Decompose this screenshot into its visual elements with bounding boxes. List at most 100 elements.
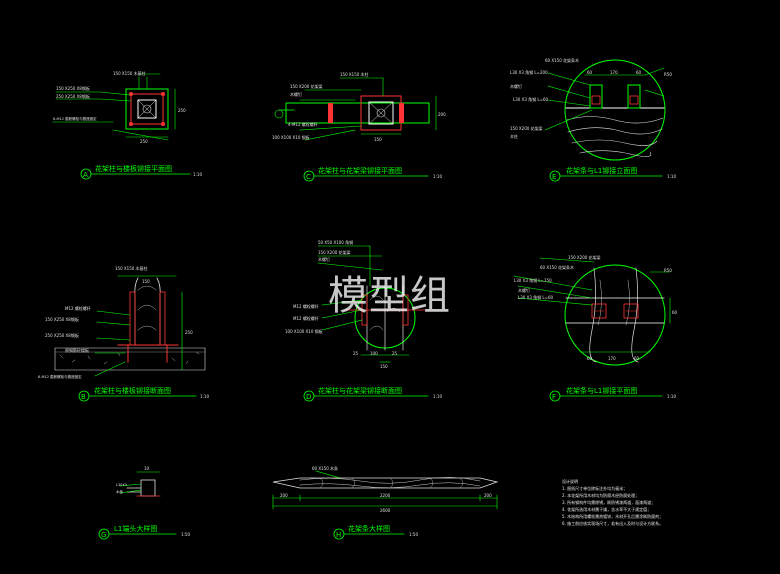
svg-text:花架柱与楼板铆接断面图: 花架柱与楼板铆接断面图	[94, 386, 171, 395]
svg-text:170: 170	[610, 70, 618, 75]
svg-text:150 X200 花架梁: 150 X200 花架梁	[318, 249, 351, 255]
svg-text:L30 X3 角钢 L=60: L30 X3 角钢 L=60	[513, 96, 549, 102]
notes-line-4: 4. 花架所选用木材需干燥，含水率不大于规定值；	[562, 507, 652, 512]
detail-g: 10 L30X3 木板 G L1端头大样图 1:50	[98, 466, 190, 540]
svg-text:L30 X3 角钢 L=200: L30 X3 角钢 L=200	[510, 69, 548, 75]
svg-text:木螺钉: 木螺钉	[290, 91, 302, 97]
notes-line-5: 5. 木结构所用螺栓需热镀锌，木材开孔后需涂刷防腐剂；	[562, 514, 664, 519]
svg-text:花架条与L1铆接立面图: 花架条与L1铆接立面图	[566, 166, 637, 175]
svg-text:150: 150	[374, 137, 382, 142]
watermark-logo: 模型组	[328, 273, 451, 319]
svg-text:25: 25	[392, 351, 398, 356]
detail-e: 60 X150 花架条木 L30 X3 角钢 L=200 木螺钉 L30 X3 …	[510, 57, 676, 182]
detail-h: 60 X150 木条 200 2200 200 2600 H 花架条大样图 1:…	[272, 465, 499, 540]
svg-text:100 X100 X10 钢板: 100 X100 X10 钢板	[272, 134, 310, 140]
svg-text:10: 10	[144, 466, 150, 471]
svg-text:1:10: 1:10	[433, 394, 442, 399]
svg-text:100: 100	[370, 351, 378, 356]
notes-title: 设计说明	[562, 479, 578, 484]
notes-line-6: 6. 施工前应核实现场尺寸，若有出入及时与设计方联系。	[562, 521, 664, 526]
svg-text:60 X150 花架条木: 60 X150 花架条木	[540, 264, 574, 270]
svg-text:木螺钉: 木螺钉	[318, 256, 330, 262]
svg-text:200: 200	[484, 493, 492, 498]
svg-text:150 X250 X8钢板: 150 X250 X8钢板	[56, 85, 90, 91]
svg-text:50 X50 X100 角钢: 50 X50 X100 角钢	[318, 239, 353, 245]
svg-text:150 X150 木基柱: 150 X150 木基柱	[115, 265, 148, 271]
svg-text:L1端头大样图: L1端头大样图	[114, 524, 157, 533]
svg-text:1:10: 1:10	[667, 394, 676, 399]
detail-c: 150 X150 木柱 150 X200 花架梁 木螺钉 4-M12 螺栓螺杆 …	[272, 71, 446, 182]
svg-text:D: D	[306, 393, 311, 401]
svg-text:木螺钉: 木螺钉	[518, 287, 530, 293]
detail-a: 150 X150 木基柱 150 X250 X8钢板 250 X250 X8钢板…	[52, 70, 202, 180]
svg-text:M12 螺栓螺杆: M12 螺栓螺杆	[293, 303, 319, 309]
svg-text:1:50: 1:50	[409, 532, 418, 537]
svg-text:150 X150 木基柱: 150 X150 木基柱	[113, 70, 146, 76]
svg-text:1:10: 1:10	[433, 174, 442, 179]
svg-text:L30 X3 角钢 L=60: L30 X3 角钢 L=60	[518, 294, 554, 300]
svg-text:170: 170	[608, 356, 616, 361]
svg-text:250 X250 X8钢板: 250 X250 X8钢板	[45, 332, 79, 338]
svg-text:木螺钉: 木螺钉	[510, 83, 522, 89]
detail-f: 150 X200 花架梁 60 X150 花架条木 L30 X3 角钢 L=15…	[513, 254, 678, 402]
notes-line-3: 3. 所有钢构件均需除锈，刷防锈漆两道，面漆两道；	[562, 500, 656, 505]
svg-text:6-M12 膨胀螺栓与基座固定: 6-M12 膨胀螺栓与基座固定	[38, 374, 82, 379]
svg-text:L30X3: L30X3	[116, 483, 127, 487]
svg-text:150: 150	[380, 364, 388, 369]
svg-text:150 X250 X8钢板: 150 X250 X8钢板	[45, 316, 79, 322]
svg-text:F: F	[552, 393, 556, 401]
svg-text:2200: 2200	[380, 493, 391, 498]
design-notes: 设计说明 1. 图纸尺寸单位除标注外均为毫米； 2. 本花架所用木材均为防腐木经…	[562, 478, 663, 527]
svg-text:60 X150 花架条木: 60 X150 花架条木	[545, 57, 579, 63]
svg-text:E: E	[552, 173, 556, 181]
svg-text:2600: 2600	[380, 508, 391, 513]
svg-text:L30 X3 角钢 L=150: L30 X3 角钢 L=150	[514, 277, 552, 283]
svg-text:1:10: 1:10	[667, 174, 676, 179]
svg-text:150 X200 花架梁: 150 X200 花架梁	[510, 125, 543, 131]
svg-text:1:10: 1:10	[200, 394, 209, 399]
svg-text:60: 60	[636, 70, 642, 75]
svg-text:150 X200 花架梁: 150 X200 花架梁	[568, 254, 601, 260]
svg-text:M12 螺栓螺杆: M12 螺栓螺杆	[293, 315, 319, 321]
svg-text:R50: R50	[664, 268, 672, 273]
svg-text:B: B	[81, 393, 86, 401]
notes-line-1: 1. 图纸尺寸单位除标注外均为毫米；	[562, 486, 628, 491]
svg-text:60 X150 木条: 60 X150 木条	[312, 465, 338, 471]
svg-text:M12 螺栓螺杆: M12 螺栓螺杆	[65, 305, 91, 311]
svg-text:木板: 木板	[116, 489, 123, 494]
svg-text:G: G	[101, 531, 106, 539]
svg-text:1:50: 1:50	[181, 532, 190, 537]
svg-text:木柱: 木柱	[510, 133, 518, 139]
svg-text:60: 60	[672, 310, 678, 315]
svg-text:60: 60	[587, 70, 593, 75]
svg-text:200: 200	[438, 112, 446, 117]
svg-text:250 X250 X8钢板: 250 X250 X8钢板	[56, 93, 90, 99]
svg-text:花架条大样图: 花架条大样图	[348, 524, 390, 533]
svg-text:250: 250	[178, 108, 186, 113]
svg-text:100 X100 X10 钢板: 100 X100 X10 钢板	[285, 328, 323, 334]
svg-text:花架柱与花架梁铆接平面图: 花架柱与花架梁铆接平面图	[318, 166, 402, 175]
svg-text:花架柱与楼板铆接平面图: 花架柱与楼板铆接平面图	[95, 164, 172, 173]
svg-text:花架柱与花架梁铆接断面图: 花架柱与花架梁铆接断面图	[318, 386, 402, 395]
svg-text:60: 60	[587, 356, 593, 361]
svg-text:250: 250	[185, 330, 193, 335]
svg-text:200: 200	[280, 493, 288, 498]
svg-text:6-M12 膨胀螺栓与基座固定: 6-M12 膨胀螺栓与基座固定	[53, 116, 97, 121]
svg-text:R50: R50	[664, 72, 672, 77]
svg-text:C: C	[306, 173, 311, 181]
svg-text:A: A	[83, 171, 88, 179]
svg-text:25: 25	[353, 351, 359, 356]
svg-text:60: 60	[634, 356, 640, 361]
svg-text:1:10: 1:10	[193, 172, 202, 177]
svg-text:150 X150 木柱: 150 X150 木柱	[340, 71, 369, 77]
svg-text:原钢筋砼楼板: 原钢筋砼楼板	[65, 347, 89, 353]
svg-text:4-M12 螺栓螺杆: 4-M12 螺栓螺杆	[288, 121, 318, 127]
svg-text:H: H	[336, 531, 341, 539]
svg-text:花架条与L1铆接平面图: 花架条与L1铆接平面图	[566, 386, 637, 395]
svg-text:150: 150	[142, 279, 150, 284]
svg-text:150 X200 花架梁: 150 X200 花架梁	[290, 83, 323, 89]
detail-b: 150 X150 木基柱 M12 螺栓螺杆 150 X250 X8钢板 250 …	[38, 265, 209, 402]
detail-d: 50 X50 X100 角钢 150 X200 花架梁 木螺钉 M12 螺栓螺杆…	[285, 239, 442, 402]
